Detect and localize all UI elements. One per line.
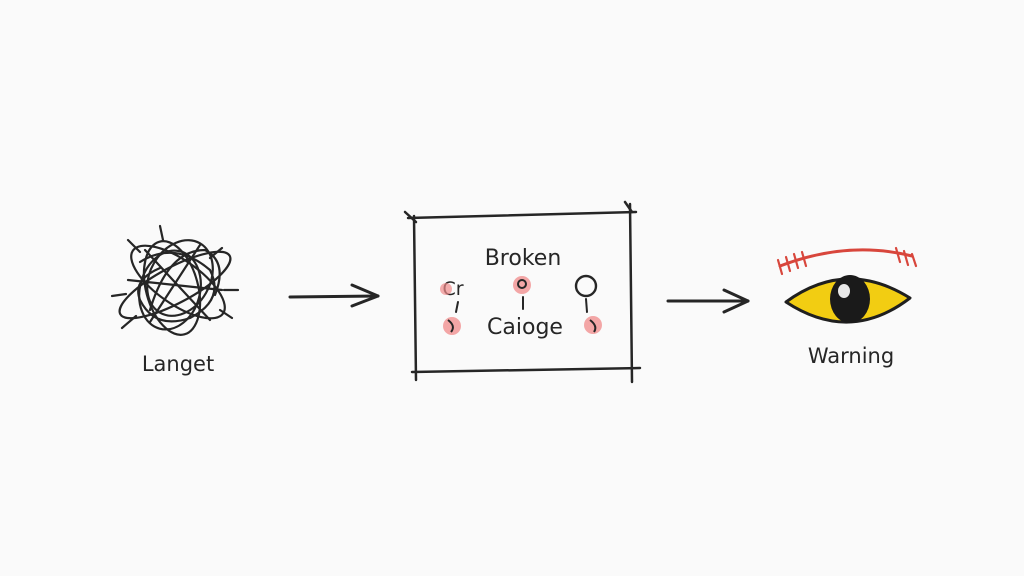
arrow-right-icon: [666, 288, 750, 314]
label-left: Langet: [142, 352, 214, 376]
arrow-right-icon: [288, 283, 380, 308]
eye-warning-icon: [776, 246, 918, 324]
node-links: [455, 296, 588, 313]
box-title: Broken: [485, 246, 562, 271]
node-dots: [440, 274, 602, 335]
tangled-scribble-icon: [110, 224, 240, 336]
box-bottom-label: Caioge: [487, 315, 563, 340]
broken-box: [403, 200, 642, 384]
label-right: Warning: [808, 344, 894, 368]
